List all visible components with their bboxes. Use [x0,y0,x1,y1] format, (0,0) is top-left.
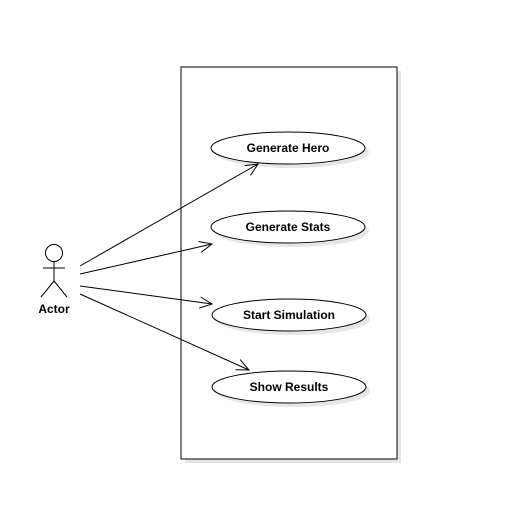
actor-label: Actor [38,302,70,316]
association-line [79,293,250,371]
use-case-label: Generate Stats [246,220,331,234]
association-show-results[interactable] [79,293,251,371]
use-case-label: Start Simulation [243,308,335,322]
use-case-generate-stats[interactable]: Generate Stats [210,210,369,247]
association-line [79,163,259,267]
use-case-start-simulation[interactable]: Start Simulation [211,298,370,335]
actor-head [45,244,63,262]
open-arrowhead [198,241,214,253]
use-case-label: Generate Hero [247,141,330,155]
use-case-ellipse[interactable] [211,370,367,404]
association-line [79,285,213,305]
association-line [79,243,213,275]
association-generate-hero[interactable] [79,163,260,267]
use-case-ellipse[interactable] [210,131,366,165]
association-start-simulation[interactable] [79,285,214,309]
open-arrowhead [199,296,214,309]
actor-left-leg [40,280,55,298]
use-case-generate-hero[interactable]: Generate Hero [210,131,369,168]
actor-right-leg [53,280,68,298]
association-generate-stats[interactable] [79,241,214,275]
actor-figure [40,244,68,298]
use-case-ellipse[interactable] [211,298,367,332]
open-arrowhead [244,163,260,176]
use-case-show-results[interactable]: Show Results [211,370,370,407]
use-case-label: Show Results [250,380,329,394]
associations [79,163,260,371]
use-case-ellipse[interactable] [210,210,366,244]
actor[interactable]: Actor [38,244,70,317]
open-arrowhead [235,359,251,371]
